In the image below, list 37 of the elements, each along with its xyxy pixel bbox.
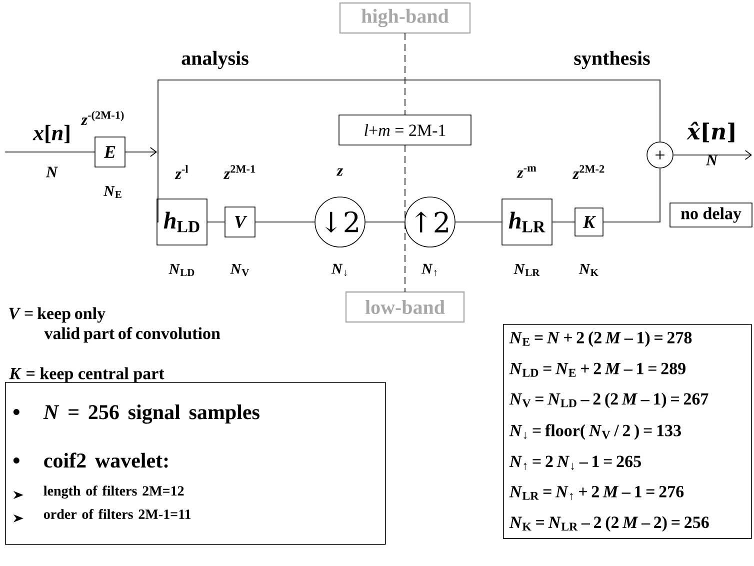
info-box: N = 256 signal samples coif2 wavelet: length of filters 2M=12 order of filters 2M-1=11 [5, 382, 386, 545]
section-heading: analysis [182, 50, 248, 70]
length-label: N$_{LD}$ [168, 264, 194, 276]
signal-line [125, 147, 158, 157]
block-box: K [574, 208, 604, 236]
extension-box: E [94, 136, 126, 168]
filter-box: h$_{LD}$ [156, 198, 208, 246]
equation-box: l+m = 2M-1 [338, 114, 472, 146]
length-label: N$_{V}$ [230, 264, 250, 276]
delay-label: z$^{2M-2}$ [572, 165, 604, 179]
length-label: N$_{↑}$ [421, 264, 437, 276]
length-label: N$_{↓}$ [331, 264, 347, 276]
signal-line [158, 80, 660, 152]
delay-label: z$^{2M-1}$ [223, 165, 256, 179]
note-box: no delay [670, 202, 752, 228]
signal-label: x[n] [32, 124, 70, 144]
section-heading: synthesis [574, 50, 650, 70]
note-text: V = keep only valid part of convolution [9, 307, 220, 343]
delay-label: z$^{-l}$ [174, 165, 188, 180]
length-label: N [706, 154, 718, 166]
signal-label: x̂[n] [686, 122, 734, 142]
delay-label: z$^{-m}$ [516, 166, 536, 178]
note-text: K = keep central part [9, 367, 164, 383]
block-box: V [224, 206, 256, 238]
signal-line [673, 150, 752, 160]
length-label: N$_{LR}$ [514, 264, 540, 276]
delay-label: z$^{-(2M-1)}$ [80, 111, 124, 126]
signal-line [156, 152, 158, 222]
length-label: N [46, 166, 58, 178]
length-label: N$_{E}$ [103, 186, 122, 198]
band-label-box: low-band [345, 291, 465, 323]
formula-box: N$_{E}$ = N + 2 (2 M – 1) = 278 N$_{LD}$ = N$_{E}$ + 2 M – 1 = 289 N$_{V}$ = N$_{LD}$ – 2 (2 M – 1) = 267 N$_{↓}$ = floor( N$_{V}$ / 2 ) = 133 N$_{↑}$ = 2 N$_{↓}$ – 1 = 265 N$_{LR}$ = N$_{↑}$ + 2 M – 1 = 276 N$_{K}$ = N$_{LR}$ – 2 (2 M – 2) = 256 [503, 324, 752, 539]
band-label-box: high-band [339, 2, 471, 34]
filter-box: h$_{LR}$ [502, 198, 552, 246]
signal-line [603, 168, 660, 222]
delay-label: z [336, 168, 344, 176]
length-label: N$_{K}$ [578, 264, 598, 276]
